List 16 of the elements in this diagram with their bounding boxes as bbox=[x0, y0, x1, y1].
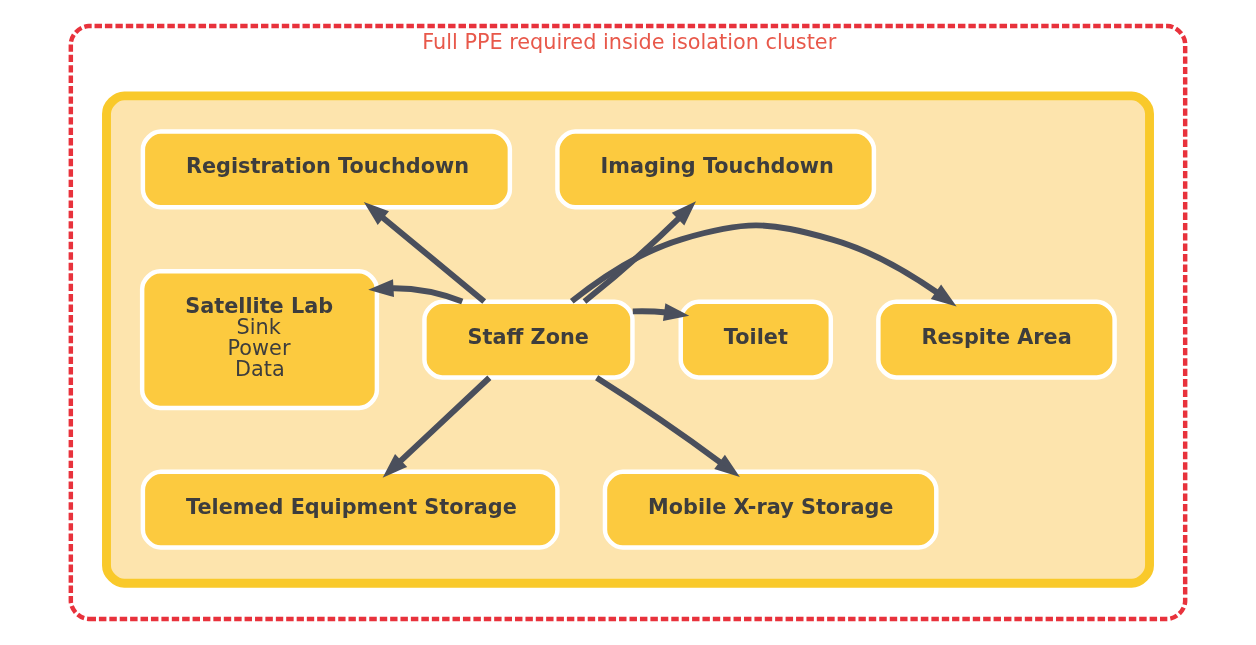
node-box: Staff Zone bbox=[422, 299, 635, 380]
node-box: Respite Area bbox=[876, 299, 1117, 380]
arrow bbox=[368, 279, 464, 305]
node-box: Satellite Lab Sink Power Data bbox=[139, 269, 380, 411]
node-box: Toilet bbox=[678, 299, 834, 380]
arrow bbox=[570, 222, 957, 307]
node-box: Registration Touchdown bbox=[140, 129, 513, 210]
arrow bbox=[382, 375, 492, 478]
node-box: Imaging Touchdown bbox=[555, 129, 877, 210]
arrow bbox=[632, 303, 690, 321]
arrow bbox=[363, 201, 487, 304]
arrow bbox=[595, 375, 740, 478]
cluster bbox=[102, 91, 1154, 588]
node-box: Mobile X-ray Storage bbox=[602, 469, 939, 550]
arrow bbox=[582, 201, 696, 304]
node-box: Telemed Equipment Storage bbox=[140, 469, 560, 550]
